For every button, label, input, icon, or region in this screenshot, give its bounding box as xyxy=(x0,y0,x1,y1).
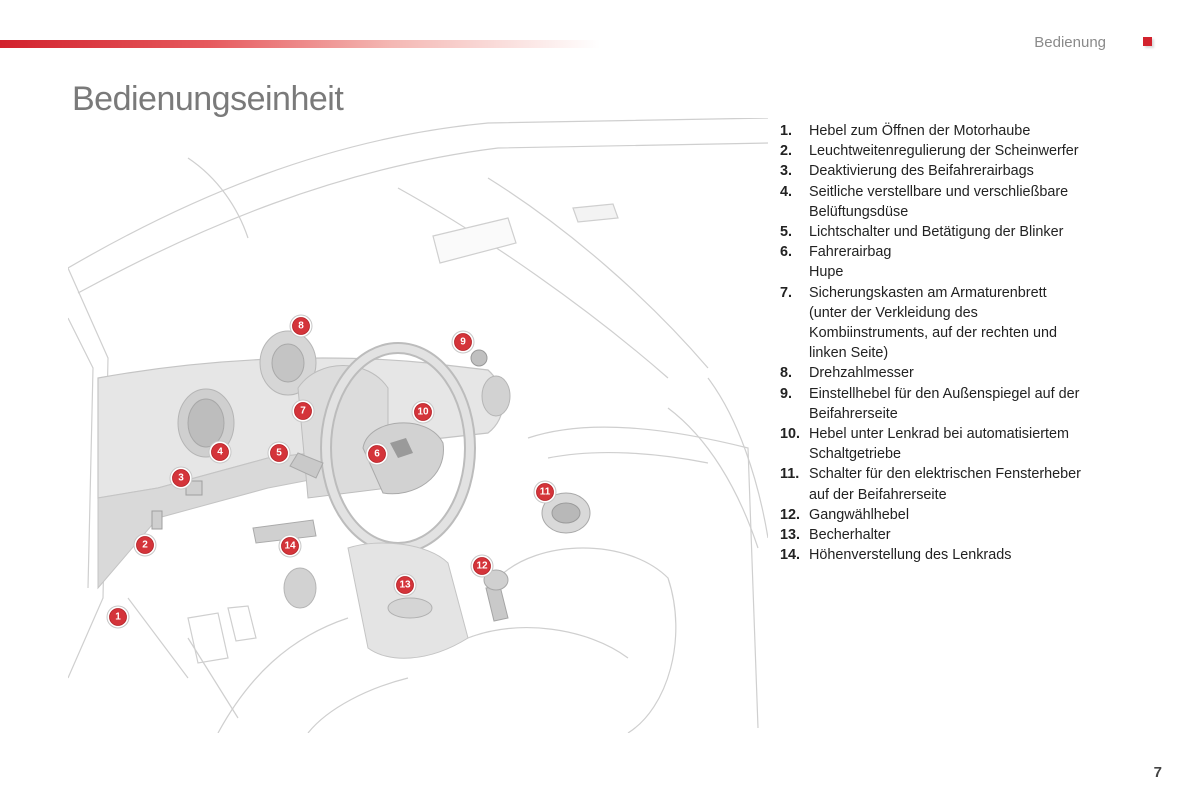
svg-text:2: 2 xyxy=(142,540,148,551)
legend-item: 4. Seitliche verstellbare und verschließb… xyxy=(780,182,1140,222)
marker-4: 4 xyxy=(208,440,232,464)
legend-number: 2. xyxy=(780,143,793,160)
marker-6: 6 xyxy=(365,442,389,466)
legend-text: Hebel zum Öffnen der Motorhaube xyxy=(809,123,1031,139)
legend-number: 12. xyxy=(780,506,801,523)
legend-item: 5. Lichtschalter und Betätigung der Blink… xyxy=(780,222,1140,242)
legend-number: 9. xyxy=(780,385,793,402)
legend-number: 5. xyxy=(780,224,793,241)
legend-item: 7. Sicherungskasten am Armaturenbrett (un… xyxy=(780,283,1140,364)
legend-text: Gangwählhebel xyxy=(809,506,910,523)
legend-number: 8. xyxy=(780,365,793,382)
legend-text: Fahrerairbag Hupe xyxy=(809,244,892,281)
legend-item: 10. Hebel unter Lenkrad bei automatisiert… xyxy=(780,424,1140,464)
legend-text: Einstellhebel für den Außenspiegel auf d… xyxy=(809,385,1080,422)
marker-5: 5 xyxy=(267,441,291,465)
legend-text: Seitliche verstellbare und verschließbar… xyxy=(809,183,1069,220)
svg-text:13: 13 xyxy=(399,580,411,591)
legend-text: Sicherungskasten am Armaturenbrett (unte… xyxy=(809,284,1057,362)
legend-text: Schalter für den elektrischen Fensterheb… xyxy=(809,466,1081,503)
svg-text:14: 14 xyxy=(284,541,296,552)
marker-1: 1 xyxy=(106,605,130,629)
section-marker-square xyxy=(1143,37,1152,46)
legend-text: Drehzahlmesser xyxy=(809,365,914,382)
legend-number: 11. xyxy=(780,466,800,483)
marker-14: 14 xyxy=(278,534,302,558)
marker-8: 8 xyxy=(289,314,313,338)
legend-number: 14. xyxy=(780,547,801,564)
marker-3: 3 xyxy=(169,466,193,490)
legend-text: Höhenverstellung des Lenkrads xyxy=(809,547,1012,564)
legend-item: 1. Hebel zum Öffnen der Motorhaube xyxy=(780,121,1140,141)
legend-number: 1. xyxy=(780,123,793,139)
legend-item: 12. Gangwählhebel xyxy=(780,505,1140,525)
legend-number: 6. xyxy=(780,244,793,261)
legend-number: 7. xyxy=(780,284,793,301)
legend-number: 10. xyxy=(780,426,801,443)
legend-number: 3. xyxy=(780,163,793,180)
header-accent-bar xyxy=(0,40,600,48)
legend-item: 6. Fahrerairbag Hupe xyxy=(780,242,1140,282)
svg-text:3: 3 xyxy=(178,473,184,484)
legend-text: Hebel unter Lenkrad bei automatisiertem … xyxy=(809,426,1069,463)
svg-text:10: 10 xyxy=(417,407,429,418)
svg-text:5: 5 xyxy=(276,448,282,459)
svg-text:11: 11 xyxy=(540,487,551,498)
svg-text:9: 9 xyxy=(460,337,466,348)
marker-13: 13 xyxy=(393,573,417,597)
marker-7: 7 xyxy=(291,399,315,423)
svg-text:7: 7 xyxy=(300,406,306,417)
legend-item: 13. Becherhalter xyxy=(780,525,1140,545)
marker-10: 10 xyxy=(411,400,435,424)
legend-item: 2. Leuchtweitenregulierung der Scheinwerf… xyxy=(780,141,1140,161)
page-number: 7 xyxy=(1153,764,1162,781)
svg-text:8: 8 xyxy=(298,321,304,332)
dashboard-illustration: 1 2 3 4 5 6 7 8 9 10 11 12 xyxy=(68,118,768,733)
svg-text:6: 6 xyxy=(374,449,380,460)
marker-9: 9 xyxy=(451,330,475,354)
legend-list: 1. Hebel zum Öffnen der Motorhaube 2. Leuc… xyxy=(780,121,1140,565)
legend-text: Deaktivierung des Beifahrerairbags xyxy=(809,163,1034,180)
legend-item: 8. Drehzahlmesser xyxy=(780,363,1140,383)
legend-text: Becherhalter xyxy=(809,527,891,544)
legend-number: 13. xyxy=(780,527,801,544)
svg-text:4: 4 xyxy=(217,447,223,458)
legend-item: 11. Schalter für den elektrischen Fenster… xyxy=(780,464,1140,504)
page-title: Bedienungseinheit xyxy=(72,80,344,118)
legend-item: 9. Einstellhebel für den Außenspiegel auf… xyxy=(780,384,1140,424)
legend-text: Leuchtweitenregulierung der Scheinwerfer xyxy=(809,143,1079,160)
section-label: Bedienung xyxy=(1034,34,1106,51)
legend-text: Lichtschalter und Betätigung der Blinker xyxy=(809,224,1064,241)
marker-2: 2 xyxy=(133,533,157,557)
marker-11: 11 xyxy=(533,480,557,504)
legend-item: 3. Deaktivierung des Beifahrerairbags xyxy=(780,161,1140,181)
marker-12: 12 xyxy=(470,554,494,578)
legend-item: 14. Höhenverstellung des Lenkrads xyxy=(780,545,1140,565)
legend-number: 4. xyxy=(780,183,793,200)
svg-text:12: 12 xyxy=(476,561,488,572)
svg-text:1: 1 xyxy=(115,612,121,623)
